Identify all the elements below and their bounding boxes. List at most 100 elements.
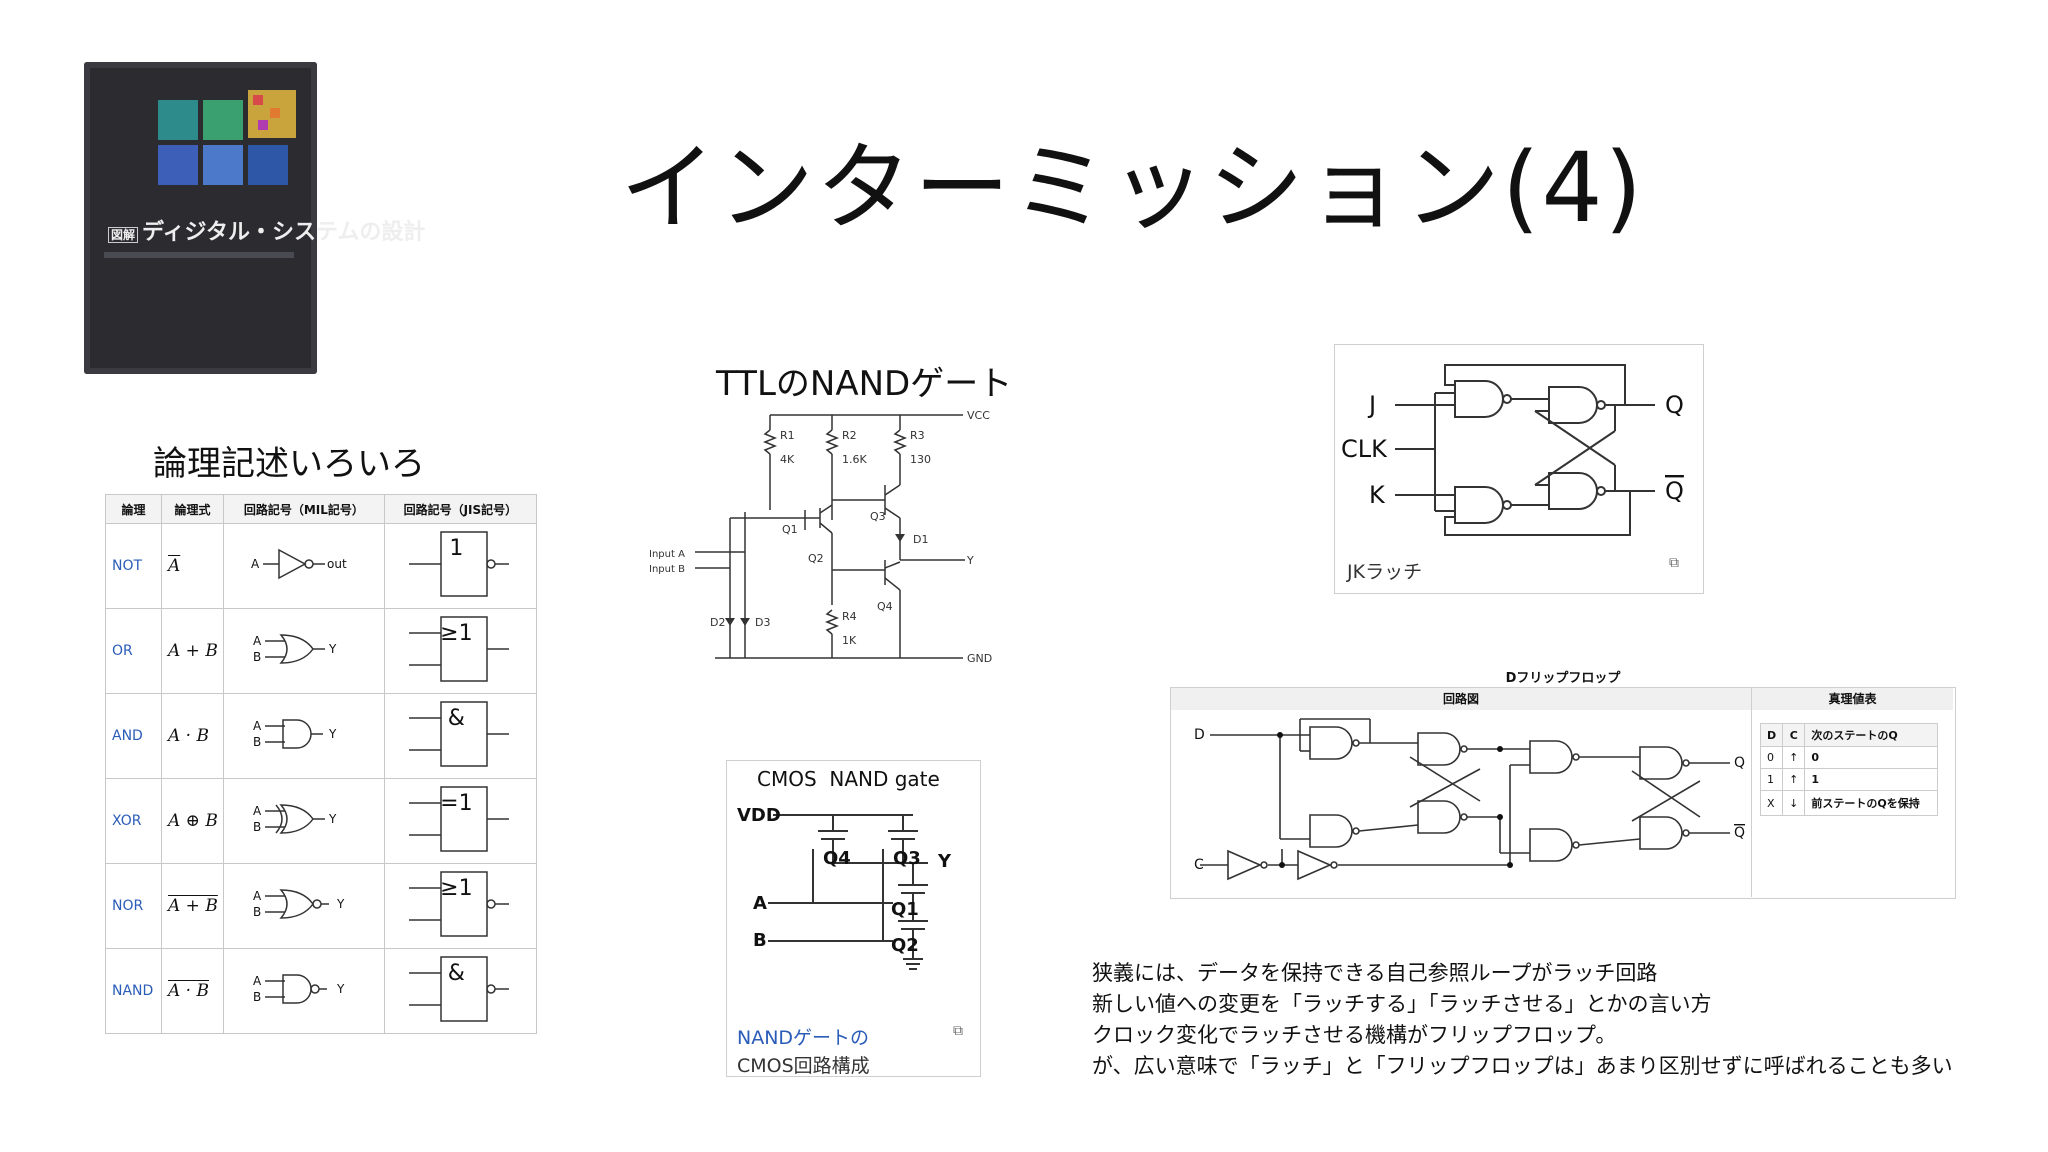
truth-header-cell: 次のステートのQ — [1804, 723, 1939, 747]
jis-symbol-cell: & — [383, 948, 538, 1034]
ttl-r2-value: 1.6K — [842, 453, 867, 466]
dff-title: Dフリップフロップ — [1505, 671, 1621, 686]
truth-table-cell: X — [1759, 790, 1784, 816]
svg-text:B: B — [253, 820, 261, 834]
gate-name[interactable]: XOR — [105, 778, 162, 864]
gate-expression: A — [161, 523, 224, 609]
gate-expression: A + B — [161, 863, 224, 949]
book-series-mark: 図解 — [108, 227, 139, 243]
jk-q-label: Q — [1665, 391, 1684, 419]
svg-text:Y: Y — [328, 727, 337, 741]
note-line: 新しい値への変更を「ラッチする」「ラッチさせる」とかの言い方 — [1092, 992, 1712, 1016]
dff-schematic: D C Q Q — [1194, 718, 1745, 881]
ttl-d1-label: D1 — [913, 533, 928, 546]
gate-expression-text: A ⊕ B — [168, 811, 218, 831]
truth-table-cell: 前ステートのQを保持 — [1804, 790, 1939, 816]
ttl-section-caption: TTLのNANDゲート — [716, 364, 1013, 404]
gate-expression: A · B — [161, 693, 224, 779]
svg-text:A: A — [251, 557, 260, 571]
mil-or-gate-symbol: ABY — [253, 634, 337, 664]
truth-table-row: 0↑0 — [1759, 746, 1939, 769]
note-line: 狭義には、データを保持できる自己参照ループがラッチ回路 — [1092, 961, 1658, 985]
svg-text:A: A — [253, 804, 262, 818]
gate-expression: A + B — [161, 608, 224, 694]
table-header-cell: 論理式 — [161, 494, 224, 524]
truth-table-cell: 0 — [1759, 746, 1784, 769]
gate-name[interactable]: NOR — [105, 863, 162, 949]
svg-text:Y: Y — [328, 812, 337, 826]
gate-expression-text: A + B — [168, 641, 218, 661]
notes-block: 狭義には、データを保持できる自己参照ループがラッチ回路 新しい値への変更を「ラッ… — [1092, 958, 1953, 1082]
cmos-b-label: B — [753, 930, 767, 951]
ttl-r4-label: R4 — [842, 610, 857, 623]
jis-symbol-cell: & — [383, 693, 538, 779]
ttl-vcc-label: VCC — [967, 409, 990, 422]
mil-xor-gate-symbol: AB Y — [253, 804, 337, 834]
cmos-q1-label: Q1 — [891, 899, 919, 920]
cmos-nand-schematic: VDD A B Y Q4 Q3 Q1 Q2 — [737, 805, 952, 970]
gate-name[interactable]: NAND — [105, 948, 162, 1034]
book-title-text: ディジタル・システムの設計 — [142, 220, 426, 245]
dff-d-label: D — [1194, 727, 1205, 743]
mil-nand-gate-symbol: ABY — [253, 974, 345, 1004]
jis-symbol-label: ≥1 — [440, 621, 473, 646]
gate-expression-text: A + B — [168, 896, 218, 916]
jis-symbol-label: & — [447, 961, 465, 986]
ttl-input-a-label: Input A — [649, 549, 685, 560]
ttl-nand-schematic: VCC GND Y Input A Input B R1 4K R2 1.6K … — [649, 409, 992, 665]
truth-header-cell: D — [1759, 723, 1784, 747]
cmos-caption-line1[interactable]: NANDゲートの — [737, 1027, 870, 1049]
cmos-y-label: Y — [937, 851, 952, 872]
enlarge-icon[interactable]: ⧉ — [1669, 555, 1679, 571]
truth-table-cell: 1 — [1759, 768, 1784, 791]
jis-symbol-label: 1 — [449, 536, 464, 561]
truth-table-row: 1↑1 — [1759, 768, 1939, 791]
cmos-q4-label: Q4 — [823, 848, 851, 869]
note-line: が、広い意味で「ラッチ」と「フリップフロップは」あまり区別せずに呼ばれることも多… — [1092, 1054, 1953, 1078]
gate-expression: A · B — [161, 948, 224, 1034]
cmos-vdd-label: VDD — [737, 805, 781, 826]
table-header-cell: 回路記号（MIL記号） — [223, 494, 385, 524]
svg-text:B: B — [253, 905, 261, 919]
jk-k-label: K — [1369, 481, 1386, 509]
ttl-r3-value: 130 — [910, 453, 931, 466]
jis-gate-symbol — [409, 956, 510, 1022]
jis-gate-symbol — [409, 701, 510, 767]
cmos-q2-label: Q2 — [891, 935, 919, 956]
ttl-q4-label: Q4 — [877, 600, 893, 613]
jis-gate-symbol — [409, 786, 510, 852]
table-header-cell: 回路記号（JIS記号） — [383, 494, 538, 524]
mil-nor-gate-symbol: ABY — [253, 889, 345, 919]
truth-header-cell: C — [1782, 723, 1806, 747]
gate-name[interactable]: AND — [105, 693, 162, 779]
jk-clk-label: CLK — [1341, 435, 1388, 463]
truth-table-cell: ↑ — [1782, 768, 1806, 791]
truth-table-row: X↓前ステートのQを保持 — [1759, 790, 1939, 816]
truth-table-cell: 0 — [1804, 746, 1939, 769]
svg-text:Y: Y — [336, 982, 345, 996]
svg-text:A: A — [253, 719, 262, 733]
dff-c-label: C — [1194, 857, 1204, 873]
gate-name[interactable]: NOT — [105, 523, 162, 609]
enlarge-icon[interactable]: ⧉ — [953, 1023, 963, 1039]
jis-symbol-label: =1 — [440, 791, 473, 816]
truth-table-header-row: D C 次のステートのQ — [1759, 723, 1939, 747]
ttl-q3-label: Q3 — [870, 510, 886, 523]
gate-expression-text: A · B — [168, 981, 209, 1001]
gate-name[interactable]: OR — [105, 608, 162, 694]
gate-expression-text: A · B — [168, 726, 209, 746]
book-cover-image: 図解ディジタル・システムの設計 — [84, 62, 425, 374]
svg-text:B: B — [253, 990, 261, 1004]
ttl-r1-label: R1 — [780, 429, 795, 442]
truth-table-cell: ↓ — [1782, 790, 1806, 816]
ttl-gnd-label: GND — [967, 652, 992, 665]
table-header-cell: 論理 — [105, 494, 162, 524]
